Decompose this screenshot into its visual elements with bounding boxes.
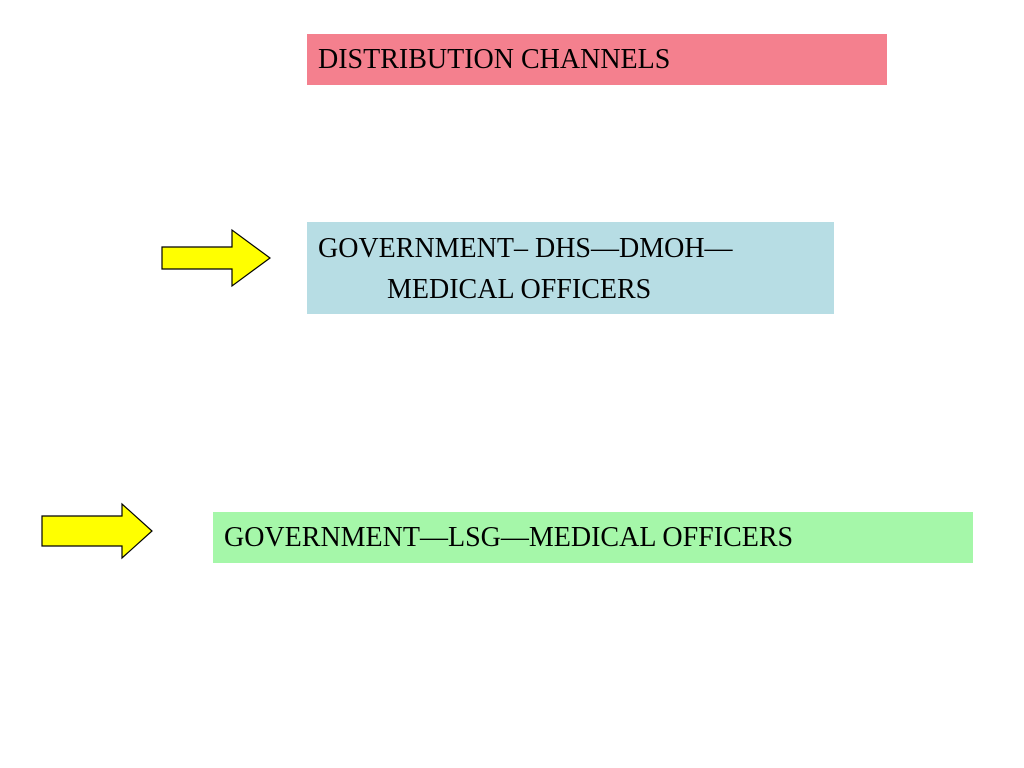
arrow-2-shape [41, 502, 153, 560]
arrow-1-shape [161, 228, 272, 288]
channel-box-1: GOVERNMENT– DHS—DMOH— MEDICAL OFFICERS [307, 222, 834, 314]
title-text: DISTRIBUTION CHANNELS [318, 44, 671, 75]
channel-box-2: GOVERNMENT—LSG—MEDICAL OFFICERS [213, 512, 973, 563]
channel-2-line-1: GOVERNMENT—LSG—MEDICAL OFFICERS [224, 522, 794, 553]
channel-1-line-2: MEDICAL OFFICERS [387, 274, 652, 305]
title-box: DISTRIBUTION CHANNELS [307, 34, 887, 85]
arrow-right-icon [41, 502, 153, 560]
channel-1-line-1: GOVERNMENT– DHS—DMOH— [318, 233, 733, 264]
arrow-right-icon [161, 228, 272, 288]
